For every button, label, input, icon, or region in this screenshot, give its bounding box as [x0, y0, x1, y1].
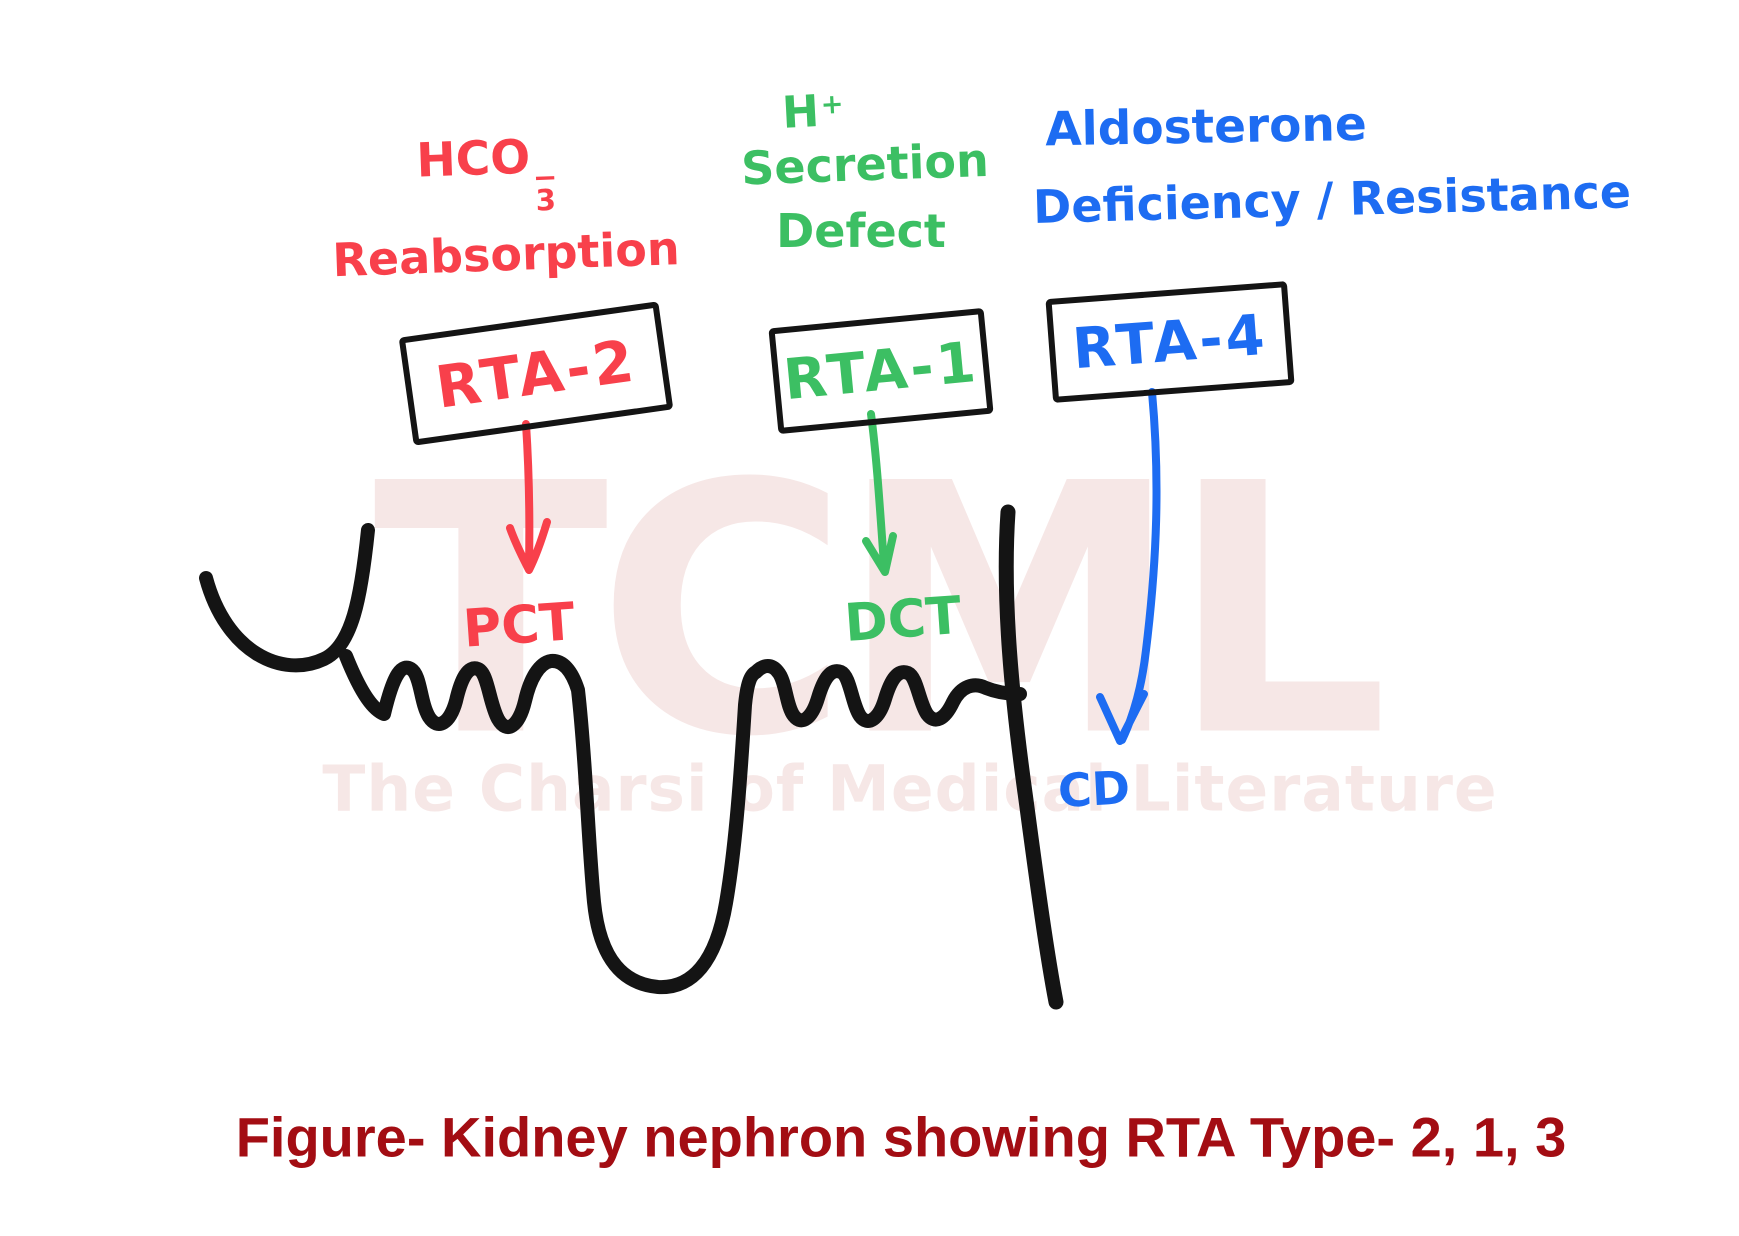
collecting-duct-path	[998, 504, 1064, 1010]
tubule-path	[339, 649, 1027, 995]
pct-label: PCT	[461, 592, 577, 660]
rta1-box: RTA-1	[768, 307, 994, 435]
secretion-label: Secretion	[740, 132, 990, 196]
hco3-base: HCO	[415, 129, 532, 189]
hplus-base: H	[780, 85, 821, 139]
rta1-box-label: RTA-1	[780, 329, 982, 413]
rta2-arrow	[506, 420, 551, 574]
defect-label: Defect	[776, 204, 946, 259]
rta4-arrow	[1096, 388, 1161, 745]
watermark-tagline: The Charsi of Medical Literature	[322, 752, 1498, 826]
dct-label: DCT	[842, 585, 964, 654]
cd-label: CD	[1056, 760, 1132, 819]
hco3-subscript: 3	[535, 182, 557, 218]
bowmans-capsule-path	[199, 523, 375, 673]
h-plus-label: H+	[780, 85, 845, 139]
figure-caption: Figure- Kidney nephron showing RTA Type-…	[235, 1105, 1567, 1169]
hplus-superscript: +	[819, 88, 845, 121]
rta1-arrow	[862, 410, 897, 576]
rta4-box-label: RTA-4	[1070, 302, 1270, 382]
rta4-box: RTA-4	[1045, 281, 1295, 403]
rta2-box-label: RTA-2	[431, 325, 641, 422]
hco3-reabsorption-label: HCO−3	[415, 129, 559, 218]
aldosterone-label: Aldosterone	[1044, 96, 1368, 158]
reabsorption-label: Reabsorption	[331, 221, 681, 288]
hco3-subscript-group: −3	[532, 160, 558, 218]
